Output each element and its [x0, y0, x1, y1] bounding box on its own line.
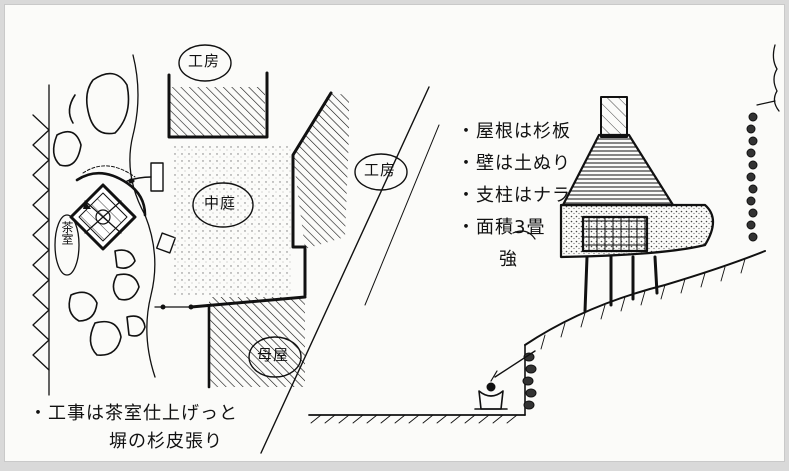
sketch-sheet: 工房 工房 中庭 母屋 茶室 ・屋根は杉板 ・壁は土ぬり ・支柱はナラ ・面積3…	[4, 4, 785, 462]
note-extra: 強	[499, 249, 518, 270]
note-wall: ・壁は土ぬり	[457, 153, 571, 174]
basin	[155, 232, 177, 254]
label-workshop-top: 工房	[188, 52, 221, 70]
label-circle-workshop-top	[178, 44, 232, 82]
label-main-house: 母屋	[257, 346, 290, 364]
divider-line	[260, 86, 430, 454]
ground-slope	[308, 250, 766, 424]
note-roof: ・屋根は杉板	[457, 121, 571, 142]
workshop-right-plan	[291, 91, 349, 249]
bottom-note-line2: 塀の杉皮張り	[109, 431, 223, 452]
note-area: ・面積3畳	[457, 217, 546, 238]
sketch-drawing	[32, 44, 780, 454]
label-circle-garden	[192, 182, 254, 228]
stone-wall-right	[746, 112, 758, 242]
tea-house-elevation	[559, 96, 715, 313]
fence-left	[32, 84, 50, 396]
garden-area	[173, 145, 291, 295]
stone-wall-lower	[522, 352, 537, 410]
tea-room-plan	[69, 165, 147, 251]
garden-stones	[52, 72, 146, 356]
bottom-note-line1: ・工事は茶室仕上げっと	[29, 403, 238, 424]
water-basin	[474, 370, 508, 410]
workshop-top-plan	[167, 71, 269, 139]
label-tea-room: 茶室	[60, 221, 74, 245]
note-pillar: ・支柱はナラ	[457, 185, 571, 206]
label-garden: 中庭	[204, 194, 237, 212]
label-circle-main-house	[248, 336, 302, 378]
label-circle-tea-room	[54, 214, 80, 276]
lantern	[150, 162, 164, 192]
label-workshop-right: 工房	[364, 161, 397, 179]
